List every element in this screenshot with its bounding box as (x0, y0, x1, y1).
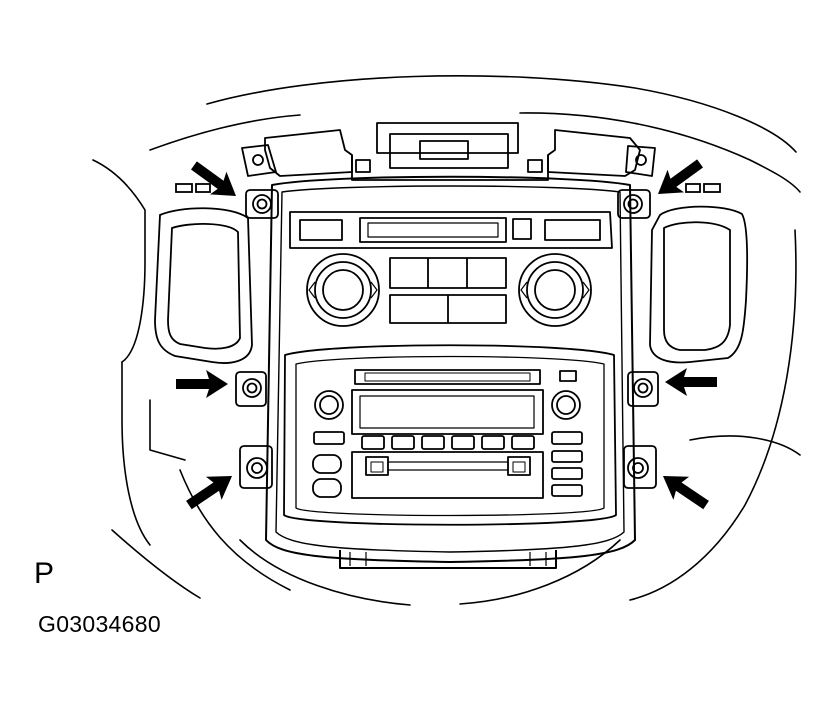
preset-buttons (361, 435, 535, 450)
view-label: P (34, 557, 55, 590)
screw-right-upper (617, 189, 651, 219)
mounting-screws (235, 189, 659, 489)
left-climate-knob (306, 253, 380, 327)
arrow-icon (185, 154, 245, 208)
screw-left-upper (245, 189, 279, 219)
audio-head-unit (283, 344, 617, 526)
left-air-vent (154, 183, 253, 364)
right-air-vent (649, 183, 749, 364)
figure-id: G03034680 (38, 611, 161, 637)
right-climate-knob (518, 253, 592, 327)
screw-right-middle (627, 371, 659, 407)
screw-left-lower (239, 445, 273, 489)
screw-right-lower (623, 445, 657, 489)
arrow-icon (176, 370, 228, 398)
arrow-icon (655, 464, 714, 517)
arrow-icon (665, 368, 717, 396)
climate-control-panel (289, 211, 613, 327)
screw-left-middle (235, 371, 267, 407)
center-cluster-bezel (265, 175, 636, 569)
arrow-icon (649, 152, 709, 206)
top-trim-brackets (241, 122, 656, 181)
